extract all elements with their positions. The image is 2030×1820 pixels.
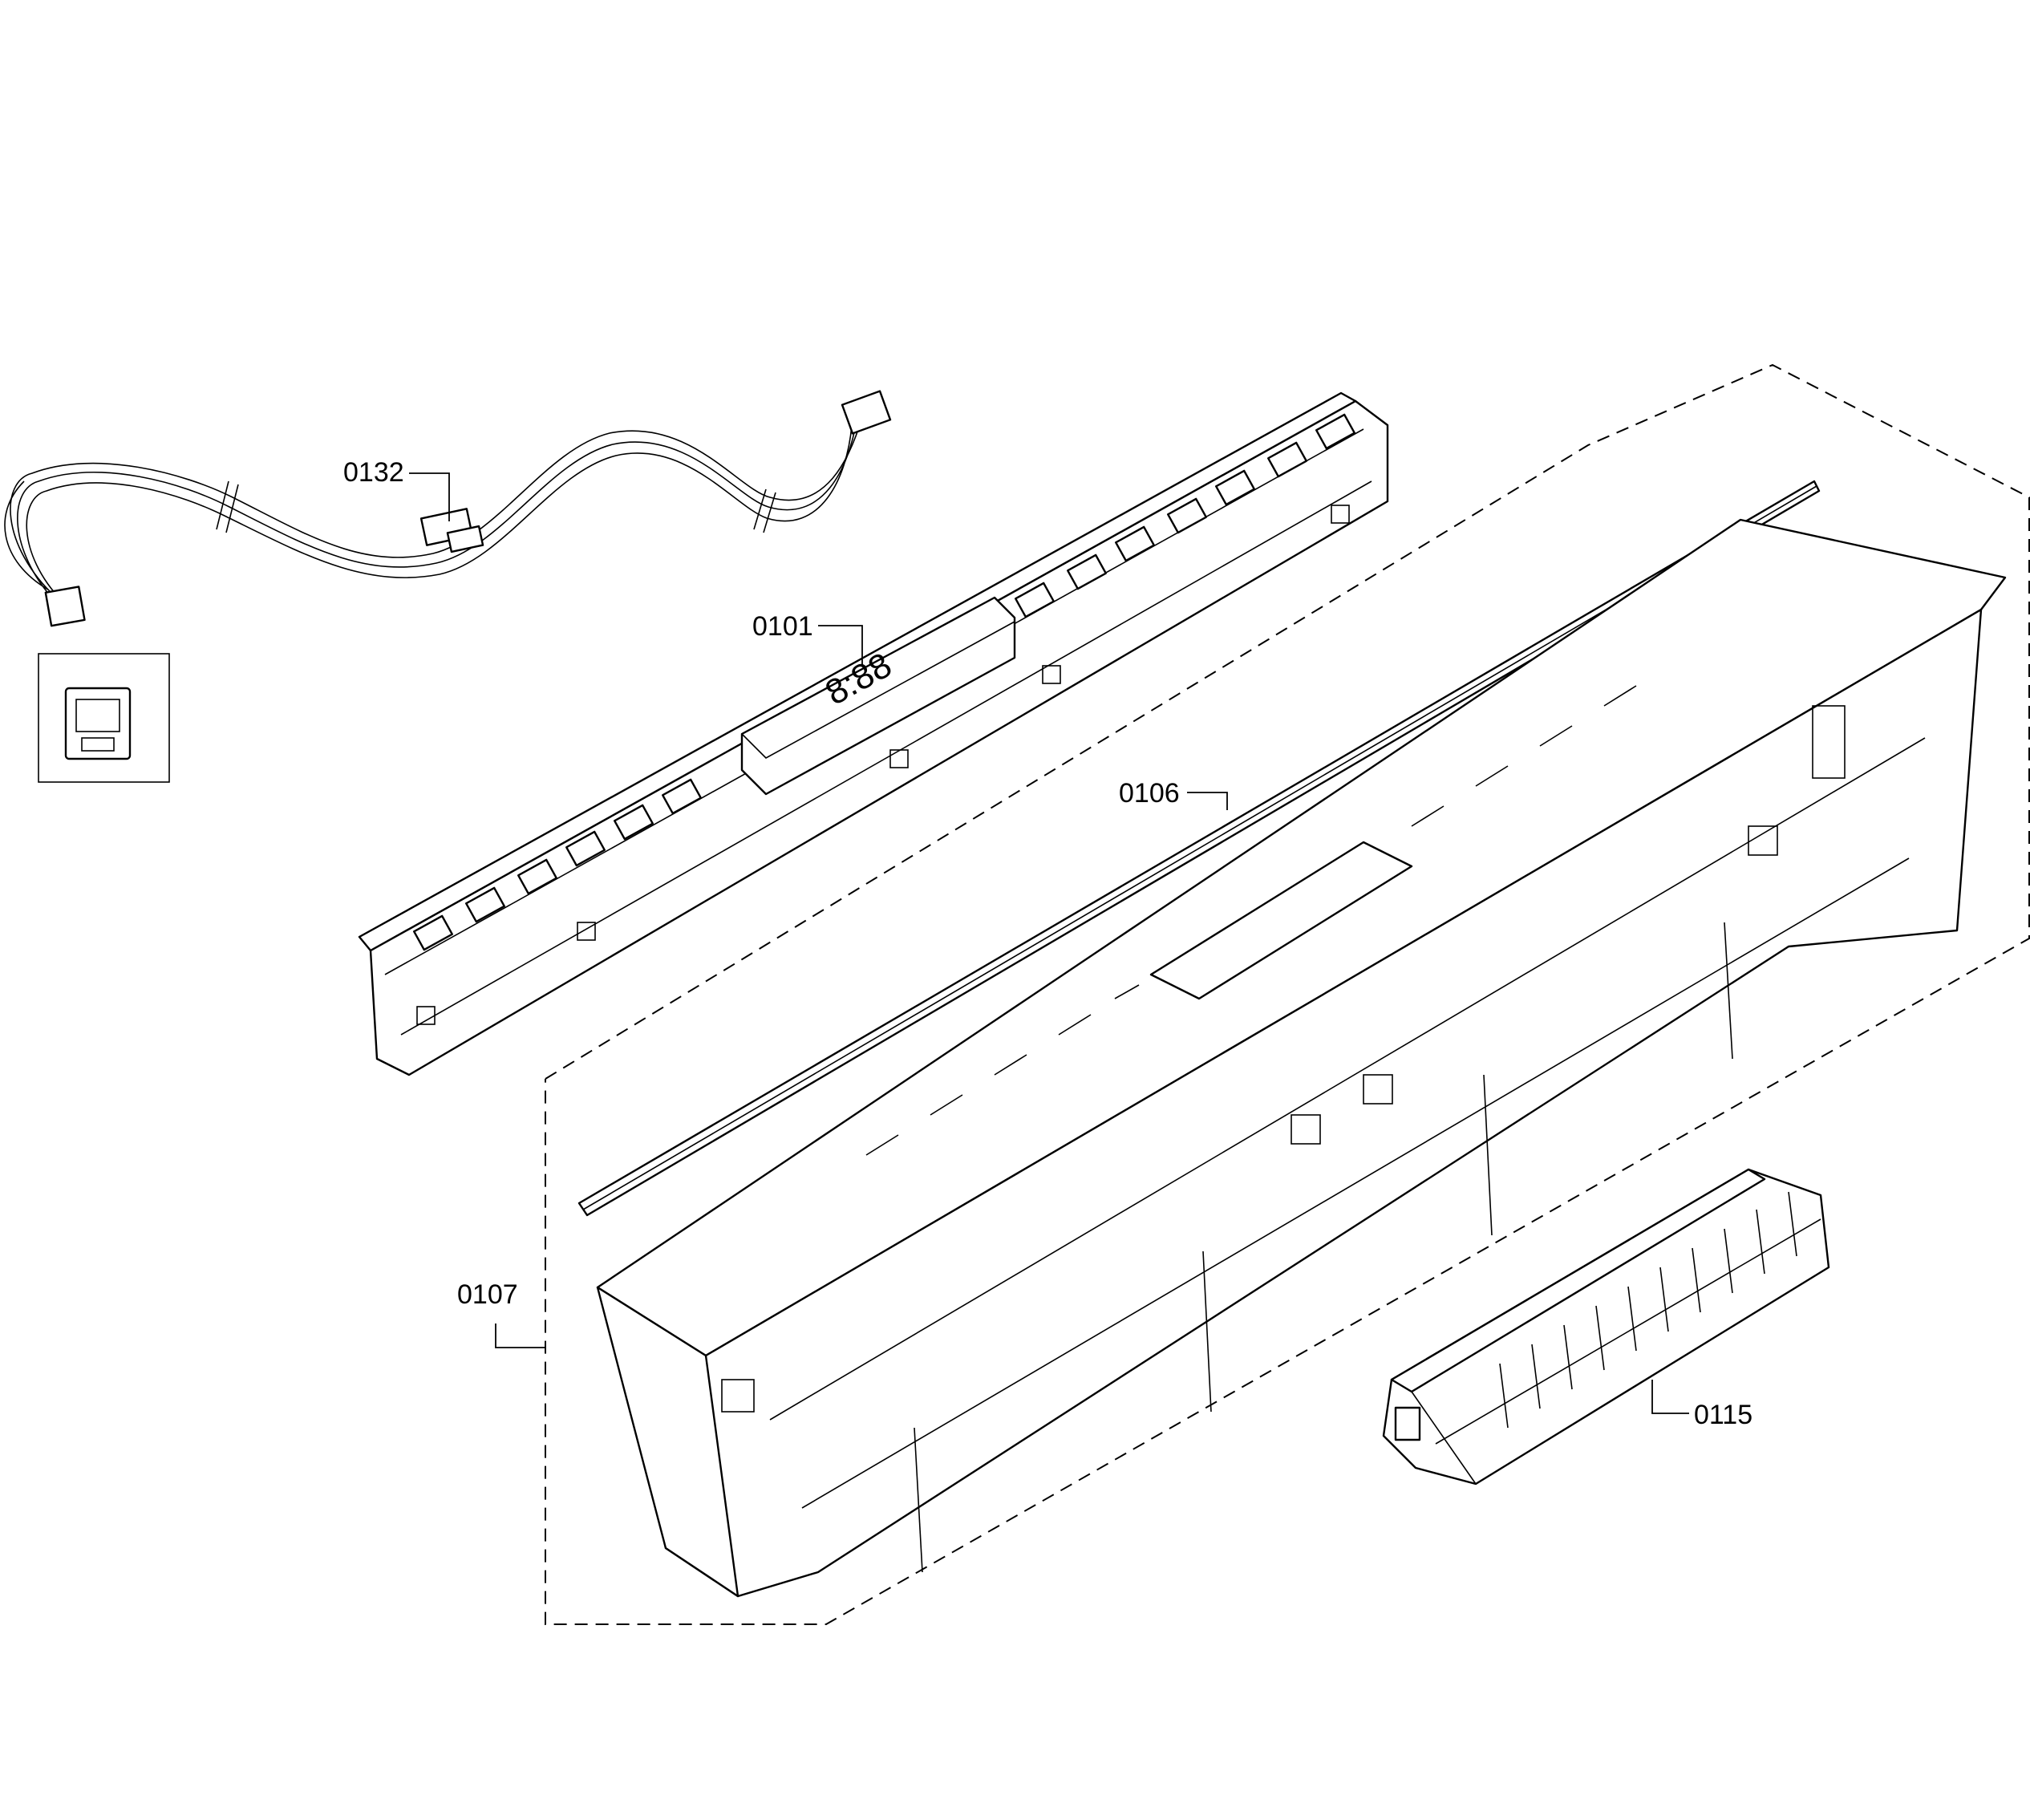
label-0115: 0115 xyxy=(1694,1400,1752,1430)
handle-ribs xyxy=(1499,1191,1797,1429)
key-caps xyxy=(413,413,1355,951)
label-0132: 0132 xyxy=(343,457,404,488)
control-panel[interactable] xyxy=(596,518,2007,1598)
top-surface-slots xyxy=(865,685,1637,1156)
control-board[interactable]: 8:88 xyxy=(358,391,1389,1076)
part-labels: 0132 0101 0106 0107 0115 xyxy=(343,457,1752,1430)
wire-harness[interactable] xyxy=(4,390,892,627)
leader-lines xyxy=(409,472,1689,1414)
assembly-outline xyxy=(545,363,2030,1625)
handle[interactable] xyxy=(1382,1168,1830,1486)
label-0107: 0107 xyxy=(457,1279,518,1310)
connector-detail-box xyxy=(38,653,170,783)
label-0106: 0106 xyxy=(1119,778,1180,809)
label-0101: 0101 xyxy=(752,611,813,642)
